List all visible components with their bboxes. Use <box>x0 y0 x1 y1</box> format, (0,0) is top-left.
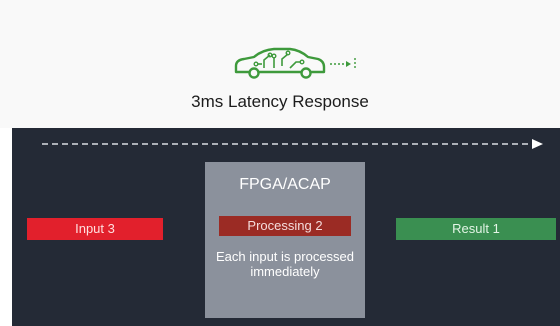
processing-bar: Processing 2 <box>219 216 351 236</box>
header-area: 3ms Latency Response <box>0 0 560 128</box>
processor-box: FPGA/ACAP Processing 2 Each input is pro… <box>205 162 365 318</box>
input-bar: Input 3 <box>27 218 163 240</box>
result-bar: Result 1 <box>396 218 556 240</box>
diagram-title: 3ms Latency Response <box>191 92 369 111</box>
processor-label: FPGA/ACAP <box>239 176 331 193</box>
car-circuit-icon <box>234 47 356 79</box>
dashed-arrow-right-icon <box>42 139 543 149</box>
processor-note: Each input is processed immediately <box>215 249 355 279</box>
pipeline-panel: Input 3 FPGA/ACAP Processing 2 Each inpu… <box>12 128 560 326</box>
